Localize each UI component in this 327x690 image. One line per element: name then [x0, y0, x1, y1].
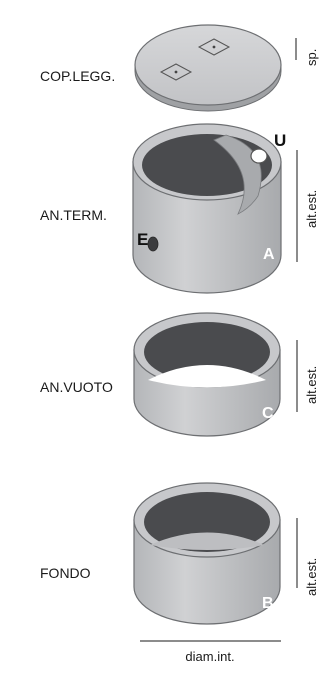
terminal-ring-height-label: alt.est.: [304, 190, 319, 228]
bottom-label: FONDO: [40, 565, 91, 581]
diameter-label: diam.int.: [185, 649, 234, 664]
bottom-element: [133, 482, 281, 625]
bottom-height-label: alt.est.: [304, 558, 319, 596]
lifting-point-icon: [197, 38, 231, 56]
empty-ring-letter: C: [262, 405, 274, 422]
terminal-ring-letter: A: [263, 246, 275, 263]
inlet-hole: [147, 236, 159, 252]
empty-ring: [133, 312, 281, 437]
cover-thickness-label: sp.: [304, 49, 319, 66]
lifting-point-icon: [159, 63, 193, 81]
empty-ring-height-label: alt.est.: [304, 366, 319, 404]
inlet-marker: E: [137, 230, 148, 249]
outlet-marker: U: [274, 131, 286, 150]
cover-label: COP.LEGG.: [40, 68, 115, 84]
bottom-letter: B: [262, 595, 274, 612]
terminal-ring-label: AN.TERM.: [40, 207, 107, 223]
cover-slab: [134, 24, 282, 112]
empty-ring-label: AN.VUOTO: [40, 379, 113, 395]
outlet-hole: [250, 148, 268, 164]
terminal-ring: [132, 123, 282, 294]
